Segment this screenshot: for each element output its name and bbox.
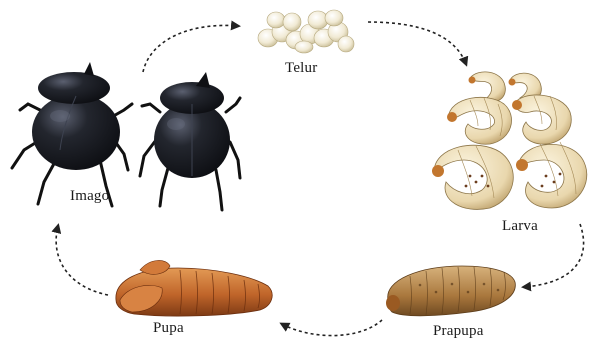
arrow-telur-to-larva <box>368 22 466 64</box>
prapupa-image <box>386 266 515 316</box>
label-larva: Larva <box>502 218 538 235</box>
egg-cluster-image <box>258 10 354 53</box>
label-prapupa: Prapupa <box>433 323 484 340</box>
grub-6 <box>516 142 587 208</box>
arrow-pupa-to-imago <box>56 226 108 295</box>
label-pupa: Pupa <box>153 320 184 337</box>
grub-4 <box>512 95 571 144</box>
arrow-prapupa-to-pupa <box>282 320 382 336</box>
beetle-left <box>12 62 132 206</box>
imago-beetles-image <box>12 62 240 210</box>
larva-group-image <box>432 72 587 210</box>
grub-5 <box>432 145 513 209</box>
arrow-imago-to-telur <box>143 25 238 72</box>
pupa-image <box>116 260 272 316</box>
label-telur: Telur <box>285 60 317 77</box>
label-imago: Imago <box>70 188 109 205</box>
grub-3 <box>447 97 512 144</box>
beetle-right <box>140 72 240 210</box>
